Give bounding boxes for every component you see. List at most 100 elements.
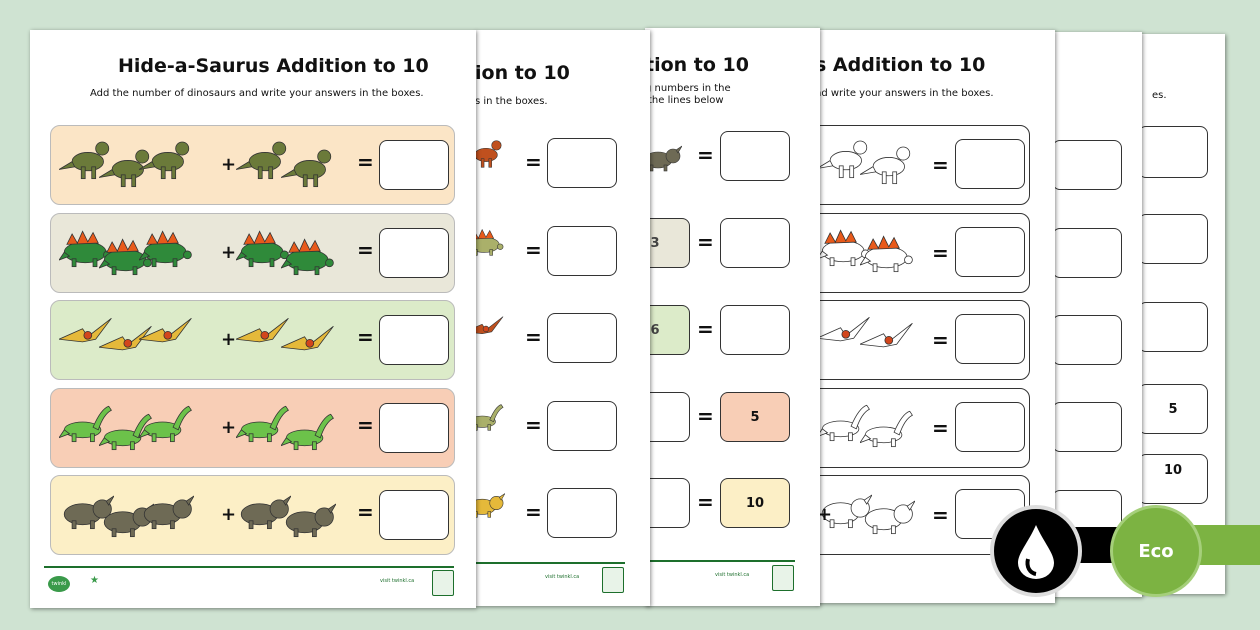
- answer-box[interactable]: [379, 228, 449, 278]
- answer-box: 5: [1138, 384, 1208, 434]
- plus-sign: +: [221, 417, 237, 438]
- t-rex-icon: [475, 140, 502, 168]
- equals-sign: =: [525, 500, 542, 524]
- answer-box: [720, 305, 790, 355]
- brachiosaurus-icon: [236, 405, 289, 443]
- plus-sign: +: [221, 329, 237, 350]
- answer-box[interactable]: [547, 226, 617, 276]
- pterodactyl-icon: [281, 325, 334, 351]
- answer-box[interactable]: [547, 313, 617, 363]
- footer-line: [44, 566, 454, 568]
- instruction: s in the boxes.: [475, 96, 548, 107]
- answer-box: [1052, 140, 1122, 190]
- brachiosaurus-icon: [99, 413, 152, 451]
- eco-label: Eco: [1138, 540, 1174, 562]
- brachiosaurus-icon: [860, 410, 913, 448]
- plus-sign: +: [221, 154, 237, 175]
- t-rex-icon: [281, 149, 332, 188]
- plus-sign: +: [817, 504, 833, 525]
- brachiosaurus-icon: [817, 404, 870, 442]
- brachiosaurus-icon: [281, 413, 334, 451]
- brachiosaurus-icon: [139, 405, 192, 443]
- brachiosaurus-icon: [475, 404, 504, 431]
- ink-drop-icon: [1018, 525, 1054, 579]
- answer-box[interactable]: [379, 403, 449, 453]
- equals-sign: =: [525, 413, 542, 437]
- answer-box[interactable]: [955, 227, 1025, 277]
- answer-box[interactable]: [379, 315, 449, 365]
- triceratops-icon: [821, 494, 872, 529]
- plus-sign: +: [221, 504, 237, 525]
- triceratops-icon: [240, 495, 291, 530]
- equals-sign: =: [357, 413, 374, 437]
- answer-box: 10: [1138, 454, 1208, 504]
- triceratops-icon: [63, 495, 114, 530]
- triceratops-icon: [645, 145, 682, 172]
- page-title: tion to 10: [645, 54, 749, 76]
- answer-box: 10: [720, 478, 790, 528]
- brand-text: twinkl: [51, 581, 67, 587]
- answer-box: [720, 131, 790, 181]
- pterodactyl-icon: [59, 317, 112, 343]
- equals-sign: =: [357, 150, 374, 174]
- footer-link[interactable]: visit twinkl.ca: [545, 574, 580, 580]
- equals-sign: =: [697, 317, 714, 341]
- footer-logo: [432, 570, 454, 596]
- pterodactyl-icon: [475, 316, 504, 335]
- answer-box[interactable]: [955, 314, 1025, 364]
- answer-box[interactable]: [955, 139, 1025, 189]
- problem-row: +=: [50, 300, 455, 380]
- answer-box[interactable]: [547, 401, 617, 451]
- eco-badge: Eco: [1110, 505, 1202, 597]
- plus-sign: +: [221, 242, 237, 263]
- worksheet-page-6: es. 5 10: [1130, 34, 1225, 594]
- answer-box: [1138, 302, 1208, 352]
- answer-box: [1052, 402, 1122, 452]
- footer-link[interactable]: visit twinkl.ca: [715, 572, 750, 578]
- equals-sign: =: [932, 328, 949, 352]
- t-rex-icon: [236, 141, 287, 180]
- t-rex-icon: [59, 141, 110, 180]
- answer-box: [645, 478, 690, 528]
- equals-sign: =: [697, 143, 714, 167]
- problem-row: +=: [50, 213, 455, 293]
- stegosaurus-icon: [860, 235, 913, 273]
- answer-box: [720, 218, 790, 268]
- answer-box: [1138, 214, 1208, 264]
- pterodactyl-icon: [817, 316, 870, 342]
- t-rex-icon: [817, 140, 868, 179]
- answer-box: [1052, 228, 1122, 278]
- instruction-fragment: es.: [1152, 90, 1167, 101]
- page-title: ion to 10: [475, 62, 570, 84]
- t-rex-icon: [139, 141, 190, 180]
- instruction: g numbers in the: [645, 83, 731, 94]
- triceratops-icon: [475, 493, 505, 518]
- footer-link[interactable]: visit twinkl.ca: [380, 578, 415, 584]
- equals-sign: =: [697, 404, 714, 428]
- given-box: 6: [645, 305, 690, 355]
- equals-sign: =: [697, 230, 714, 254]
- problem-row: +=: [50, 388, 455, 468]
- footer-line: [645, 560, 795, 562]
- given-box: 3: [645, 218, 690, 268]
- stegosaurus-icon: [99, 238, 152, 276]
- footer-logo: [602, 567, 624, 593]
- answer-box: [1052, 315, 1122, 365]
- answer-box[interactable]: [379, 140, 449, 190]
- ink-saver-badge: [990, 505, 1082, 597]
- t-rex-icon: [99, 149, 150, 188]
- instruction: nd write your answers in the boxes.: [815, 88, 994, 99]
- answer-box[interactable]: [379, 490, 449, 540]
- triceratops-icon: [864, 500, 915, 535]
- answer-box: 5: [720, 392, 790, 442]
- answer-box[interactable]: [547, 138, 617, 188]
- page-title: s Addition to 10: [815, 54, 986, 76]
- twinkl-logo: twinkl: [48, 576, 70, 592]
- problem-row: +=: [50, 125, 455, 205]
- answer-box[interactable]: [547, 488, 617, 538]
- equals-sign: =: [932, 416, 949, 440]
- worksheet-page-2: ion to 10 s in the boxes. ===== visit tw…: [475, 30, 650, 606]
- answer-box[interactable]: [955, 402, 1025, 452]
- triceratops-icon: [143, 495, 194, 530]
- answer-box: [1138, 126, 1208, 178]
